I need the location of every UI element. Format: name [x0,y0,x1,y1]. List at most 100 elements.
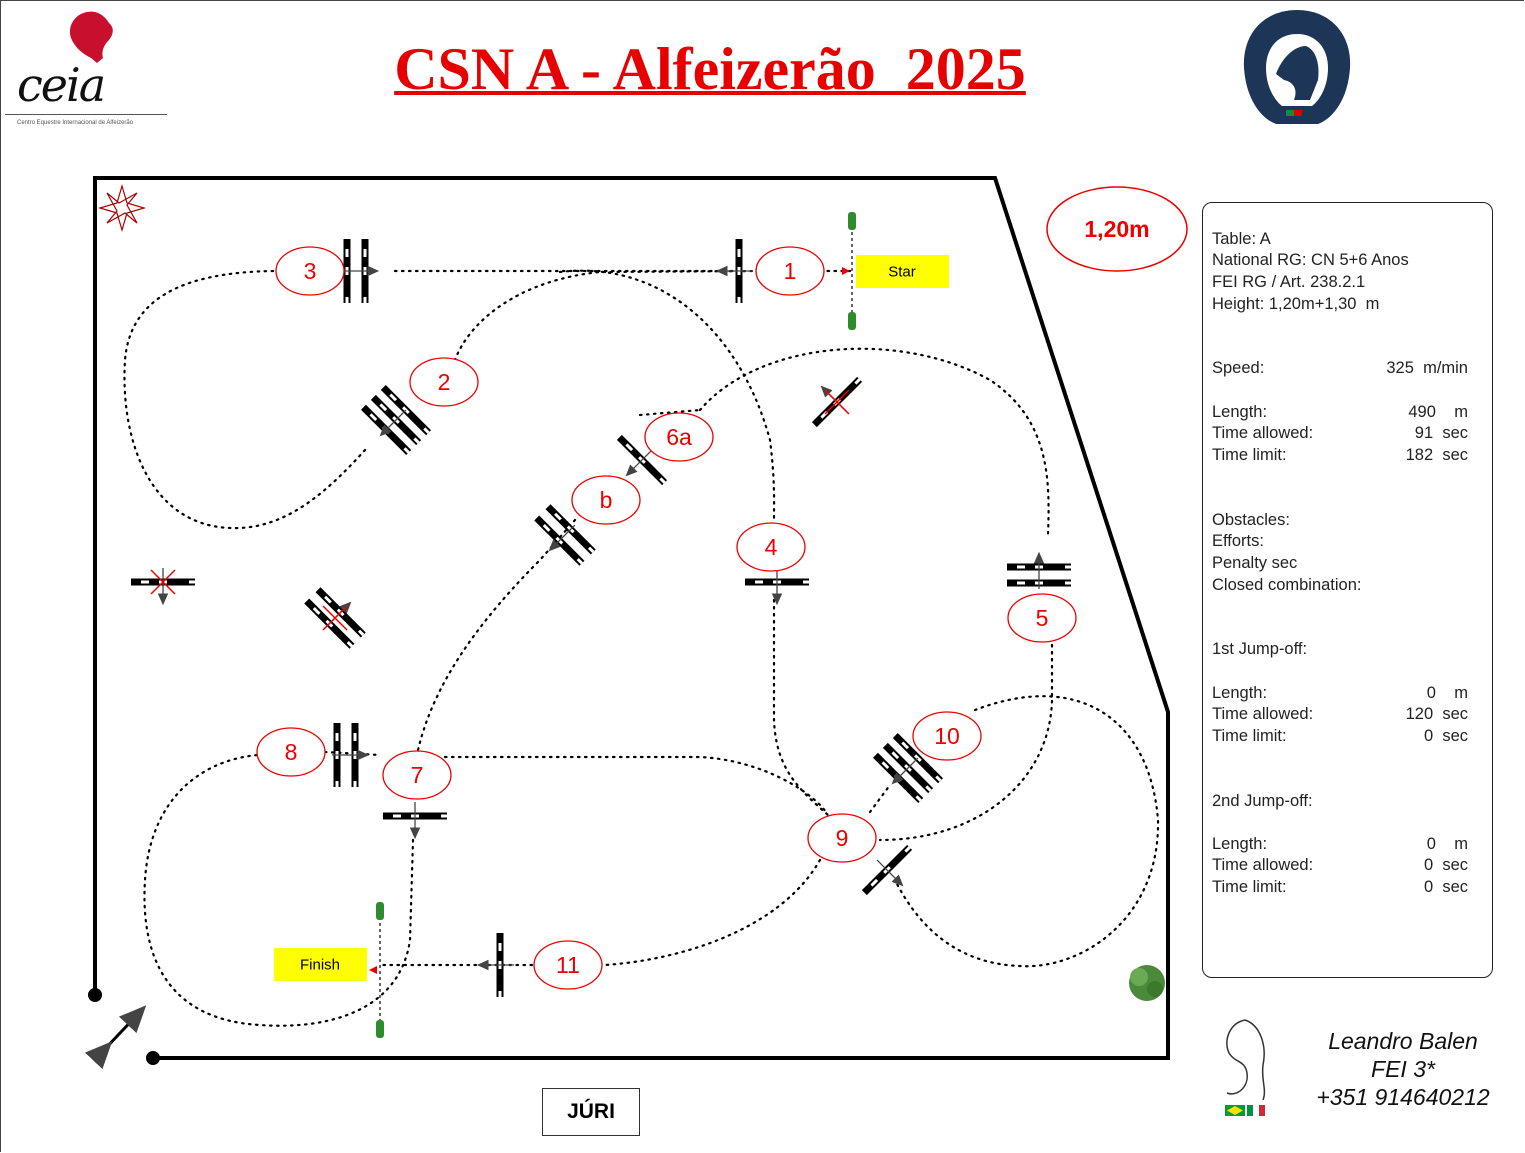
fence-1 [715,239,753,303]
gate-arrow-icon [84,1005,147,1070]
fence-4 [745,568,809,606]
obstacle-number-10: 10 [912,711,982,761]
fences [131,239,1071,997]
compass-icon [97,183,147,233]
fence-3 [342,239,380,303]
info-time-limit: Time limit: 182 sec [1212,445,1468,466]
obstacle-number-5: 5 [1007,593,1077,643]
jo2-length-value: 0 m [1426,835,1468,853]
designer-phone: +351 914640212 [1316,1084,1490,1110]
info-height: Height: 1,20m+1,30 m [1212,295,1380,313]
obstacle-number-label: 9 [836,825,849,851]
obstacle-number-label: 7 [411,762,424,788]
flag-icon [376,1020,384,1038]
obstacle-number-label: 6a [666,424,692,450]
flag-icon [848,312,856,330]
jo1-length-label: Length: [1212,684,1268,702]
obstacle-number-11: 11 [533,940,603,990]
designer-name: Leandro Balen [1328,1028,1478,1054]
spare-oxer [304,587,366,649]
obstacle-number-label: 10 [934,723,960,749]
obstacle-number-label: 8 [285,739,298,765]
obstacle-number-4: 4 [736,522,806,572]
jo1-length: Length: 0 m [1212,683,1468,704]
info-length: Length:490 m [1212,402,1468,423]
spare-fence [131,568,195,606]
jo2-ta-label: Time allowed: [1212,856,1314,874]
direction-arrow-icon [379,409,407,437]
logo-word: ceia [17,58,106,112]
obstacle-number-6a: 6a [644,412,714,462]
length-value: 490 m [1408,403,1468,421]
direction-arrow-icon [876,859,904,887]
info-closed-combination: Closed combination: [1212,576,1362,594]
direction-arrow-icon [625,449,653,477]
height-badge [1046,186,1188,272]
fence-2 [360,384,432,456]
tree-icon [1129,965,1165,1001]
obstacle-number-2: 2 [409,357,479,407]
obstacle-number-8: 8 [256,727,326,777]
height-badge-label: 1,20m [1084,216,1149,242]
jo1-title: 1st Jump-off: [1212,640,1308,658]
jo2-tl-label: Time limit: [1212,878,1287,896]
jo1-time-allowed: Time allowed: 120 sec [1212,704,1468,725]
cross-icon [824,389,850,415]
start-line [842,212,856,330]
juri-box: JÚRI [542,1088,640,1136]
course-track [123,269,1160,1027]
logo-subtitle: Centro Equestre Internacional de Alfeize… [17,120,134,126]
speed-label: Speed: [1212,359,1265,377]
jo2-tl-value: 0 sec [1423,878,1468,896]
jo1-ta-label: Time allowed: [1212,705,1314,723]
obstacle-number-b: b [571,475,641,525]
jo2-length-label: Length: [1212,835,1268,853]
fence-7 [383,802,447,840]
flag-icon [848,212,856,230]
jo1-length-value: 0 m [1426,684,1468,702]
info-national-rg: National RG: CN 5+6 Anos [1212,251,1409,269]
course-info-panel: Table: A National RG: CN 5+6 Anos FEI RG… [1202,202,1493,978]
fence-11 [476,933,514,997]
course-designer: Leandro Balen FEI 3* +351 914640212 [1300,1027,1506,1111]
info-obstacles: Obstacles: [1212,511,1290,529]
jo1-ta-value: 120 sec [1405,705,1468,723]
arena-outline [93,176,1170,1060]
jo1-tl-label: Time limit: [1212,727,1287,745]
time-limit-value: 182 sec [1405,446,1468,464]
info-fei-rg: FEI RG / Art. 238.2.1 [1212,273,1366,291]
obstacle-number-label: b [600,487,613,513]
cross-icon [150,569,176,595]
fep-logo [1236,6,1358,128]
fence-9 [861,844,913,896]
ceia-logo: ceia Centro Equestre Internacional de Al… [5,8,167,133]
flag-icon [376,902,384,920]
designer-level: FEI 3* [1371,1056,1435,1082]
page-title: CSN A - Alfeizerão 2025 [394,36,1026,102]
jo2-ta-value: 0 sec [1423,856,1468,874]
obstacle-number-label: 2 [438,369,451,395]
finish-line [369,902,384,1038]
obstacle-number-1: 1 [755,246,825,296]
obstacle-number-label: 11 [556,952,580,978]
time-allowed-label: Time allowed: [1212,424,1314,442]
jo2-time-allowed: Time allowed: 0 sec [1212,855,1468,876]
fence-5 [1007,551,1071,589]
direction-arrow-icon [891,757,919,785]
start-box [856,255,949,288]
obstacle-number-label: 1 [784,258,797,284]
fence-10 [872,732,944,804]
obstacle-number-7: 7 [382,750,452,800]
obstacle-number-9: 9 [807,813,877,863]
finish-box [274,948,367,981]
time-limit-label: Time limit: [1212,446,1287,464]
jo1-time-limit: Time limit:0 sec [1212,726,1468,747]
spare-fence [811,376,863,428]
finish-label: Finish [300,957,340,974]
info-table: Table: A [1212,230,1271,248]
horse-logo-icon [69,11,113,63]
info-speed: Speed:325 m/min [1212,358,1468,379]
